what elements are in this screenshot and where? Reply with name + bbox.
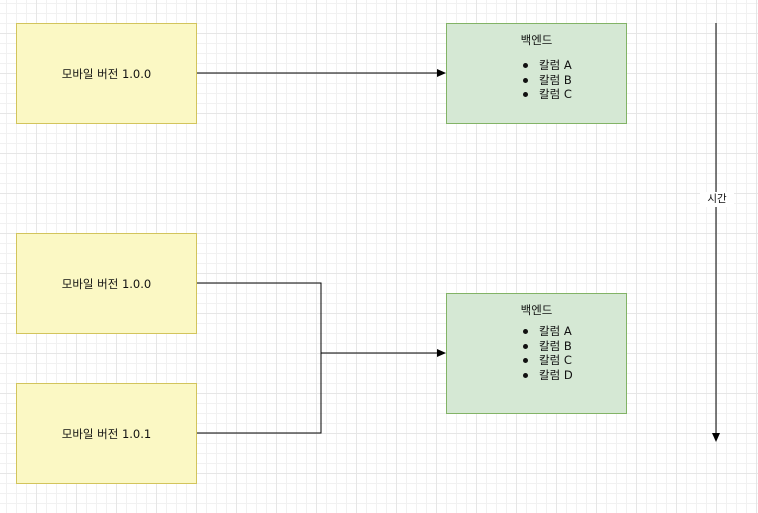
bullet-icon: [523, 63, 528, 68]
column-item: 칼럼 B: [447, 73, 626, 88]
backend-title: 백엔드: [520, 303, 553, 317]
bullet-icon: [523, 77, 528, 83]
bullet-icon: [523, 372, 528, 378]
connector-mobile-3-to-backend-2: [196, 353, 322, 434]
mobile-version-label: 모바일 버전 1.0.0: [61, 66, 152, 81]
column-list: 칼럼 A 칼럼 B 칼럼 C: [447, 58, 626, 102]
timeline-label: 시간: [700, 192, 734, 207]
column-item: 칼럼 A: [447, 324, 626, 339]
column-label: 칼럼 D: [539, 367, 573, 382]
column-label: 칼럼 C: [539, 353, 572, 367]
column-label: 칼럼 B: [539, 72, 572, 87]
column-label: 칼럼 B: [539, 338, 572, 353]
column-item: 칼럼 D: [447, 368, 626, 383]
mobile-version-label: 모바일 버전 1.0.1: [61, 426, 152, 441]
column-label: 칼럼 A: [539, 324, 572, 338]
bullet-icon: [523, 358, 528, 363]
column-list: 칼럼 A 칼럼 B 칼럼 C 칼럼 D: [447, 324, 626, 382]
backend-box-2: 백엔드 칼럼 A 칼럼 B 칼럼 C 칼럼 D: [446, 293, 627, 414]
backend-box-1: 백엔드 칼럼 A 칼럼 B 칼럼 C: [446, 23, 627, 124]
column-item: 칼럼 C: [447, 87, 626, 102]
column-label: 칼럼 A: [539, 58, 572, 72]
backend-title: 백엔드: [520, 33, 553, 47]
mobile-version-label: 모바일 버전 1.0.0: [61, 276, 152, 291]
mobile-version-box-1: 모바일 버전 1.0.0: [16, 23, 197, 124]
connector-mobile-2-to-backend-2: [196, 282, 446, 357]
bullet-icon: [523, 343, 528, 349]
mobile-version-box-2: 모바일 버전 1.0.0: [16, 233, 197, 334]
column-label: 칼럼 C: [539, 87, 572, 101]
bullet-icon: [523, 329, 528, 334]
column-item: 칼럼 B: [447, 339, 626, 354]
mobile-version-box-3: 모바일 버전 1.0.1: [16, 383, 197, 484]
bullet-icon: [523, 92, 528, 97]
column-item: 칼럼 A: [447, 58, 626, 73]
column-item: 칼럼 C: [447, 353, 626, 368]
